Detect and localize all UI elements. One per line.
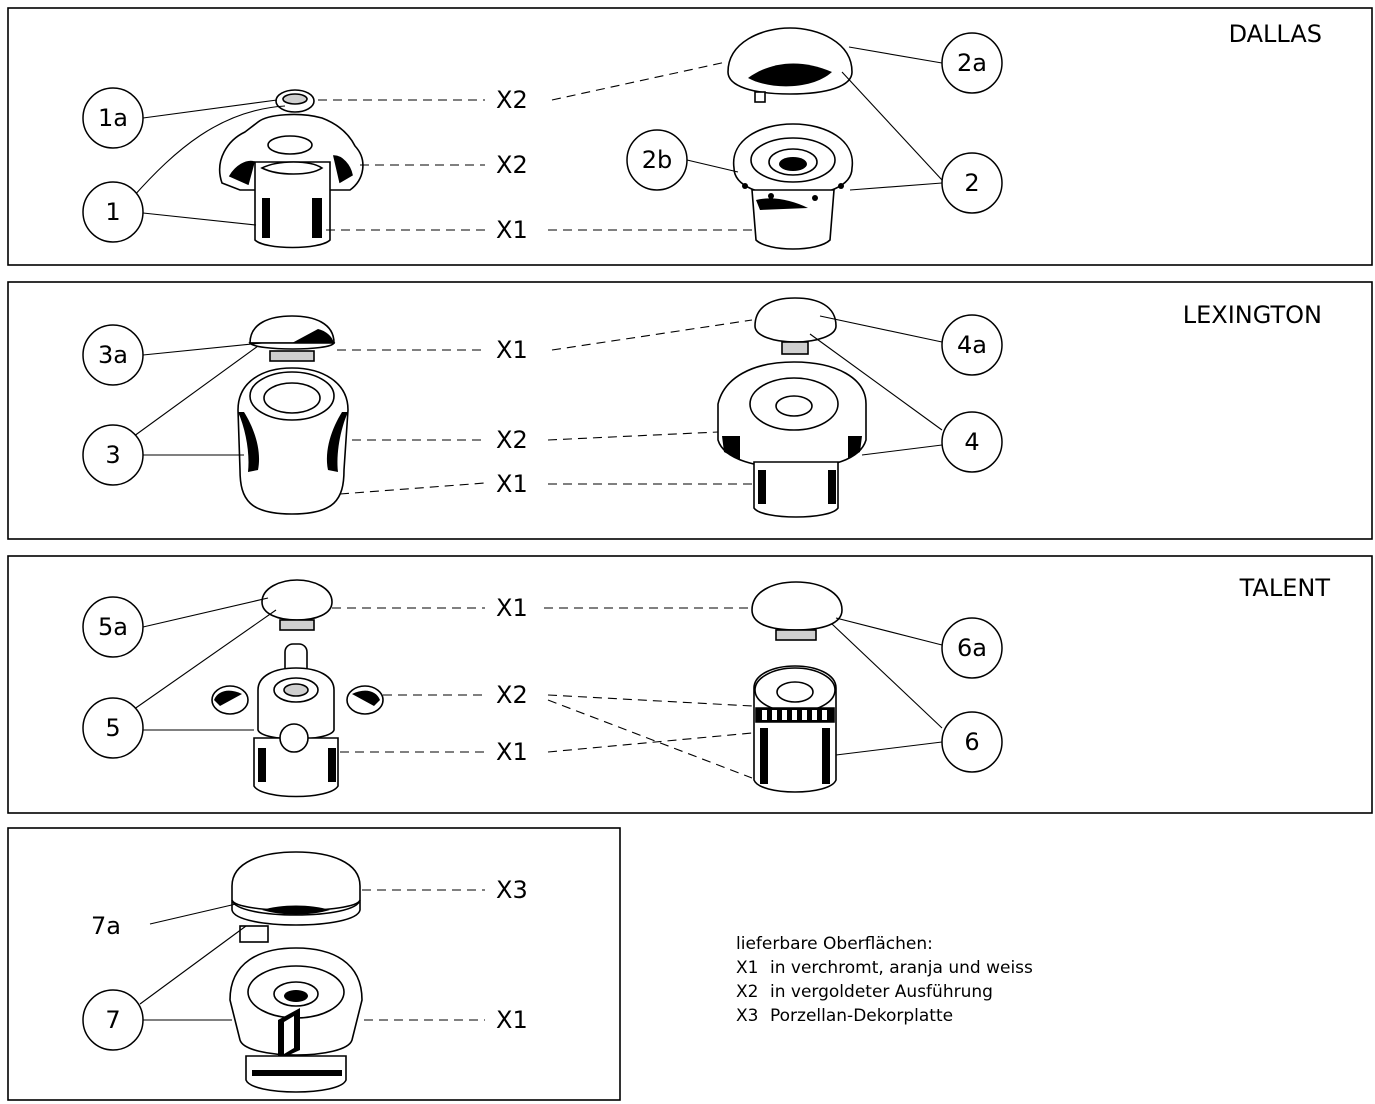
finish-label-x1: X1: [496, 470, 528, 498]
svg-text:4a: 4a: [957, 331, 987, 359]
svg-text:4: 4: [964, 428, 979, 456]
legend-code: X3: [736, 1006, 759, 1026]
svg-text:5a: 5a: [98, 613, 128, 641]
callout-4: 4: [941, 411, 1003, 473]
legend-text: Porzellan-Dekorplatte: [770, 1006, 954, 1026]
panel-title-dallas: DALLAS: [1229, 20, 1322, 48]
talent-cap-6a: [751, 581, 843, 641]
finish-label-x1: X1: [496, 738, 528, 766]
callout-6a: 6a: [941, 617, 1003, 679]
panel-seven: [7, 827, 621, 1101]
finish-label-x2: X2: [496, 151, 528, 179]
talent-handle-6: [753, 665, 837, 793]
svg-text:1: 1: [105, 198, 120, 226]
svg-text:3a: 3a: [98, 341, 128, 369]
legend-item-x2: X2 in vergoldeter Ausführung: [736, 980, 1033, 1004]
finish-legend: lieferbare Oberflächen: X1 in verchromt, …: [736, 932, 1033, 1028]
talent-handle-5: [211, 643, 384, 798]
lexington-cap-3a: [248, 315, 336, 362]
legend-code: X2: [736, 982, 759, 1002]
callout-7: 7: [82, 989, 144, 1051]
callout-7a: 7a: [91, 912, 121, 940]
svg-text:2b: 2b: [642, 146, 673, 174]
cap-7a: [231, 851, 361, 943]
svg-text:7: 7: [105, 1006, 120, 1034]
callout-1a: 1a: [82, 87, 144, 149]
finish-label-x1: X1: [496, 216, 528, 244]
legend-text: in verchromt, aranja und weiss: [770, 958, 1033, 978]
svg-text:6a: 6a: [957, 634, 987, 662]
finish-label-x2: X2: [496, 681, 528, 709]
talent-cap-5a: [261, 579, 333, 631]
callout-2a: 2a: [941, 32, 1003, 94]
lexington-handle-3: [237, 367, 349, 515]
legend-heading: lieferbare Oberflächen:: [736, 934, 933, 954]
callout-2b: 2b: [626, 129, 688, 191]
lexington-handle-4: [717, 361, 867, 518]
callout-3: 3: [82, 424, 144, 486]
dallas-handle-1: [218, 113, 364, 249]
panel-title-lexington: LEXINGTON: [1183, 301, 1322, 329]
panel-dallas: [7, 7, 1373, 266]
dallas-cap-2a: [727, 27, 853, 103]
callout-5a: 5a: [82, 596, 144, 658]
finish-label-x1: X1: [496, 1006, 528, 1034]
panel-talent: [7, 555, 1373, 814]
finish-label-x2: X2: [496, 86, 528, 114]
callout-6: 6: [941, 711, 1003, 773]
svg-text:1a: 1a: [98, 104, 128, 132]
svg-text:3: 3: [105, 441, 120, 469]
svg-text:2a: 2a: [957, 49, 987, 77]
callout-5: 5: [82, 697, 144, 759]
callout-4a: 4a: [941, 314, 1003, 376]
handle-7: [229, 947, 363, 1093]
finish-label-x2: X2: [496, 426, 528, 454]
lexington-cap-4a: [754, 297, 837, 355]
svg-text:5: 5: [105, 714, 120, 742]
legend-text: in vergoldeter Ausführung: [770, 982, 993, 1002]
finish-label-x3: X3: [496, 876, 528, 904]
panel-title-talent: TALENT: [1239, 574, 1331, 602]
dallas-handle-1a-cap: [275, 89, 315, 113]
legend-item-x1: X1 in verchromt, aranja und weiss: [736, 956, 1033, 980]
legend-code: X1: [736, 958, 759, 978]
callout-1: 1: [82, 181, 144, 243]
callout-3a: 3a: [82, 324, 144, 386]
svg-text:2: 2: [964, 169, 979, 197]
finish-label-x1: X1: [496, 336, 528, 364]
callout-2: 2: [941, 152, 1003, 214]
dallas-handle-2: [732, 123, 854, 250]
finish-label-x1: X1: [496, 594, 528, 622]
panel-lexington: [7, 281, 1373, 540]
legend-item-x3: X3 Porzellan-Dekorplatte: [736, 1004, 1033, 1028]
svg-text:6: 6: [964, 728, 979, 756]
